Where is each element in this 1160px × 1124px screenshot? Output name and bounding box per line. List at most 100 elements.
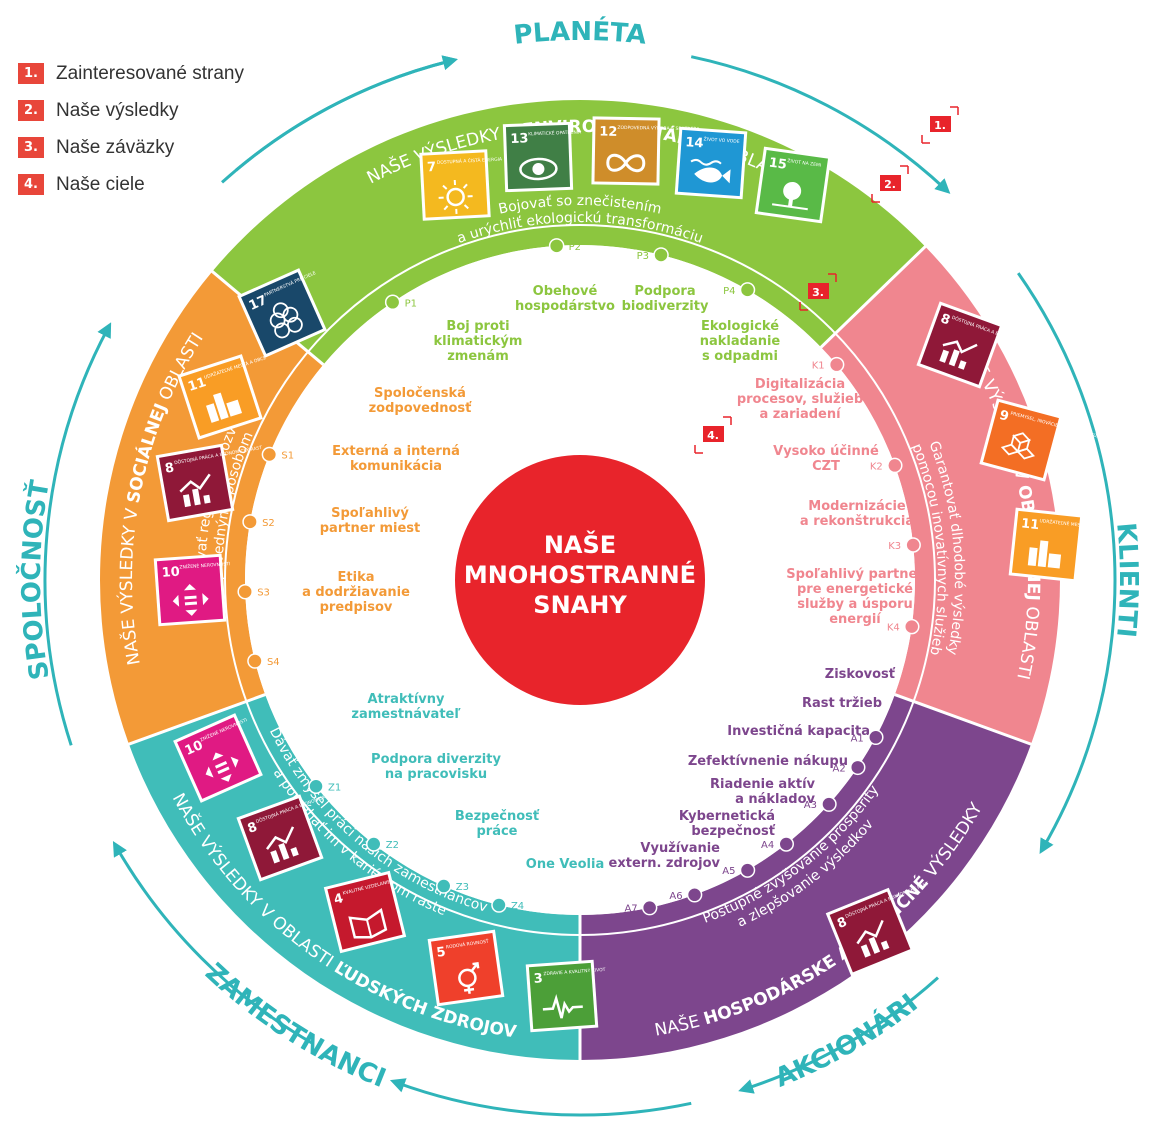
sdg-number: 4	[333, 891, 345, 908]
goal-id-k4: K4	[887, 623, 900, 634]
legend-number: 3.	[18, 137, 44, 158]
goal-marker-s4	[247, 653, 263, 669]
goal-marker-a3	[821, 796, 837, 812]
svg-text:2.: 2.	[884, 178, 896, 191]
fish-icon	[690, 158, 731, 184]
city-icon	[206, 392, 243, 423]
goal-marker-s3	[237, 583, 253, 600]
goal-id-s2: S2	[262, 518, 275, 529]
sector-divider	[126, 693, 266, 747]
goal-marker-a4	[778, 836, 794, 852]
cycle-arrow	[112, 841, 314, 1045]
sdg-number: 13	[510, 131, 529, 147]
sdg-number: 8	[164, 461, 176, 477]
gender-icon	[458, 961, 480, 994]
cubes-icon	[1000, 432, 1035, 460]
goal-id-z4: Z4	[511, 901, 524, 912]
goal-marker-z4	[491, 897, 507, 913]
svg-text:3.: 3.	[812, 286, 824, 299]
goal-marker-a2	[849, 759, 866, 776]
sdg-number: 5	[436, 945, 447, 961]
sdg-number: 10	[161, 565, 180, 581]
sector-divider	[894, 693, 1034, 747]
sdg-number: 14	[685, 135, 704, 151]
sdg-number: 3	[533, 971, 543, 987]
equality-icon	[172, 584, 209, 616]
goal-marker-p4	[739, 282, 756, 298]
cycle-arrow	[738, 976, 939, 1094]
sdg-label: ZODPOVEDNÁ VÝROBA A SPOTREBA	[617, 124, 700, 132]
heartbeat-icon	[542, 994, 583, 1019]
cycle-arrow	[690, 55, 951, 194]
cycle-arrow	[1017, 272, 1117, 854]
center-title-line1: NAŠE	[544, 529, 616, 559]
growth-chart-icon	[179, 473, 211, 508]
goal-marker-k2	[887, 457, 903, 474]
goal-marker-a7	[641, 899, 658, 916]
sdg-number: 15	[768, 155, 788, 172]
goal-markers: P1P2P3P4K1K2K3K4A1A2A3A4A5A6A7Z1Z2Z3Z4S1…	[237, 238, 921, 916]
goal-marker-a1	[868, 729, 884, 746]
goal-text-a3: Investičná kapacita	[727, 724, 870, 739]
goal-marker-p1	[384, 294, 401, 311]
clients-result-sector	[820, 246, 1060, 745]
stakeholder-spolocnost: SPOLOČNOSŤ	[15, 478, 56, 682]
sdg-label: KLIMATICKÉ OPATRENIA	[528, 127, 582, 137]
sdg-number: 11	[1020, 516, 1040, 533]
svg-text:1.: 1.	[934, 119, 946, 132]
goal-id-p1: P1	[405, 298, 417, 309]
legend: 1.Zainteresované strany 2.Naše výsledky …	[18, 55, 244, 203]
legend-label: Naše ciele	[56, 173, 145, 195]
goal-marker-z2	[366, 836, 382, 852]
sdg-number: 10	[183, 738, 206, 759]
goal-id-a6: A6	[669, 891, 682, 902]
legend-item: 1.Zainteresované strany	[18, 55, 244, 92]
goal-id-a1: A1	[851, 733, 864, 744]
goal-id-z2: Z2	[386, 840, 399, 851]
sdg-number: 11	[186, 375, 208, 395]
goal-id-z3: Z3	[456, 882, 469, 893]
goal-text-z4: One Veolia	[526, 857, 604, 872]
goal-marker-p2	[548, 238, 565, 254]
legend-marker-3: 3.	[799, 273, 837, 311]
goal-id-k1: K1	[812, 361, 825, 372]
book-icon	[348, 908, 388, 939]
legend-marker-4: 4.	[694, 416, 732, 454]
stakeholder-planeta: PLANÉTA	[512, 15, 648, 51]
rings-icon	[269, 302, 303, 339]
center-circle	[455, 455, 705, 705]
sdg-label: DOSTUPNÁ A ČISTÁ ENERGIA	[437, 155, 504, 165]
sdg-number: 17	[247, 293, 270, 314]
goal-marker-k3	[905, 537, 921, 553]
growth-chart-icon	[266, 826, 299, 864]
center-title-line3: SNAHY	[533, 591, 627, 619]
goal-id-s1: S1	[281, 451, 294, 462]
goal-text-a2: Rast tržieb	[802, 696, 882, 711]
cycle-arrow	[389, 1078, 692, 1117]
ring-outlines	[126, 224, 1034, 1062]
outer-cycle-arrows	[43, 55, 1117, 1117]
sdg-number: 12	[599, 125, 617, 140]
sdg-number: 7	[427, 160, 437, 175]
goal-marker-s1	[261, 446, 278, 463]
center-title-line2: MNOHOSTRANNÉ	[464, 560, 696, 589]
tree-icon	[771, 181, 808, 211]
legend-label: Naše výsledky	[56, 99, 179, 121]
goal-marker-p3	[653, 247, 669, 263]
goal-id-a3: A3	[804, 800, 817, 811]
